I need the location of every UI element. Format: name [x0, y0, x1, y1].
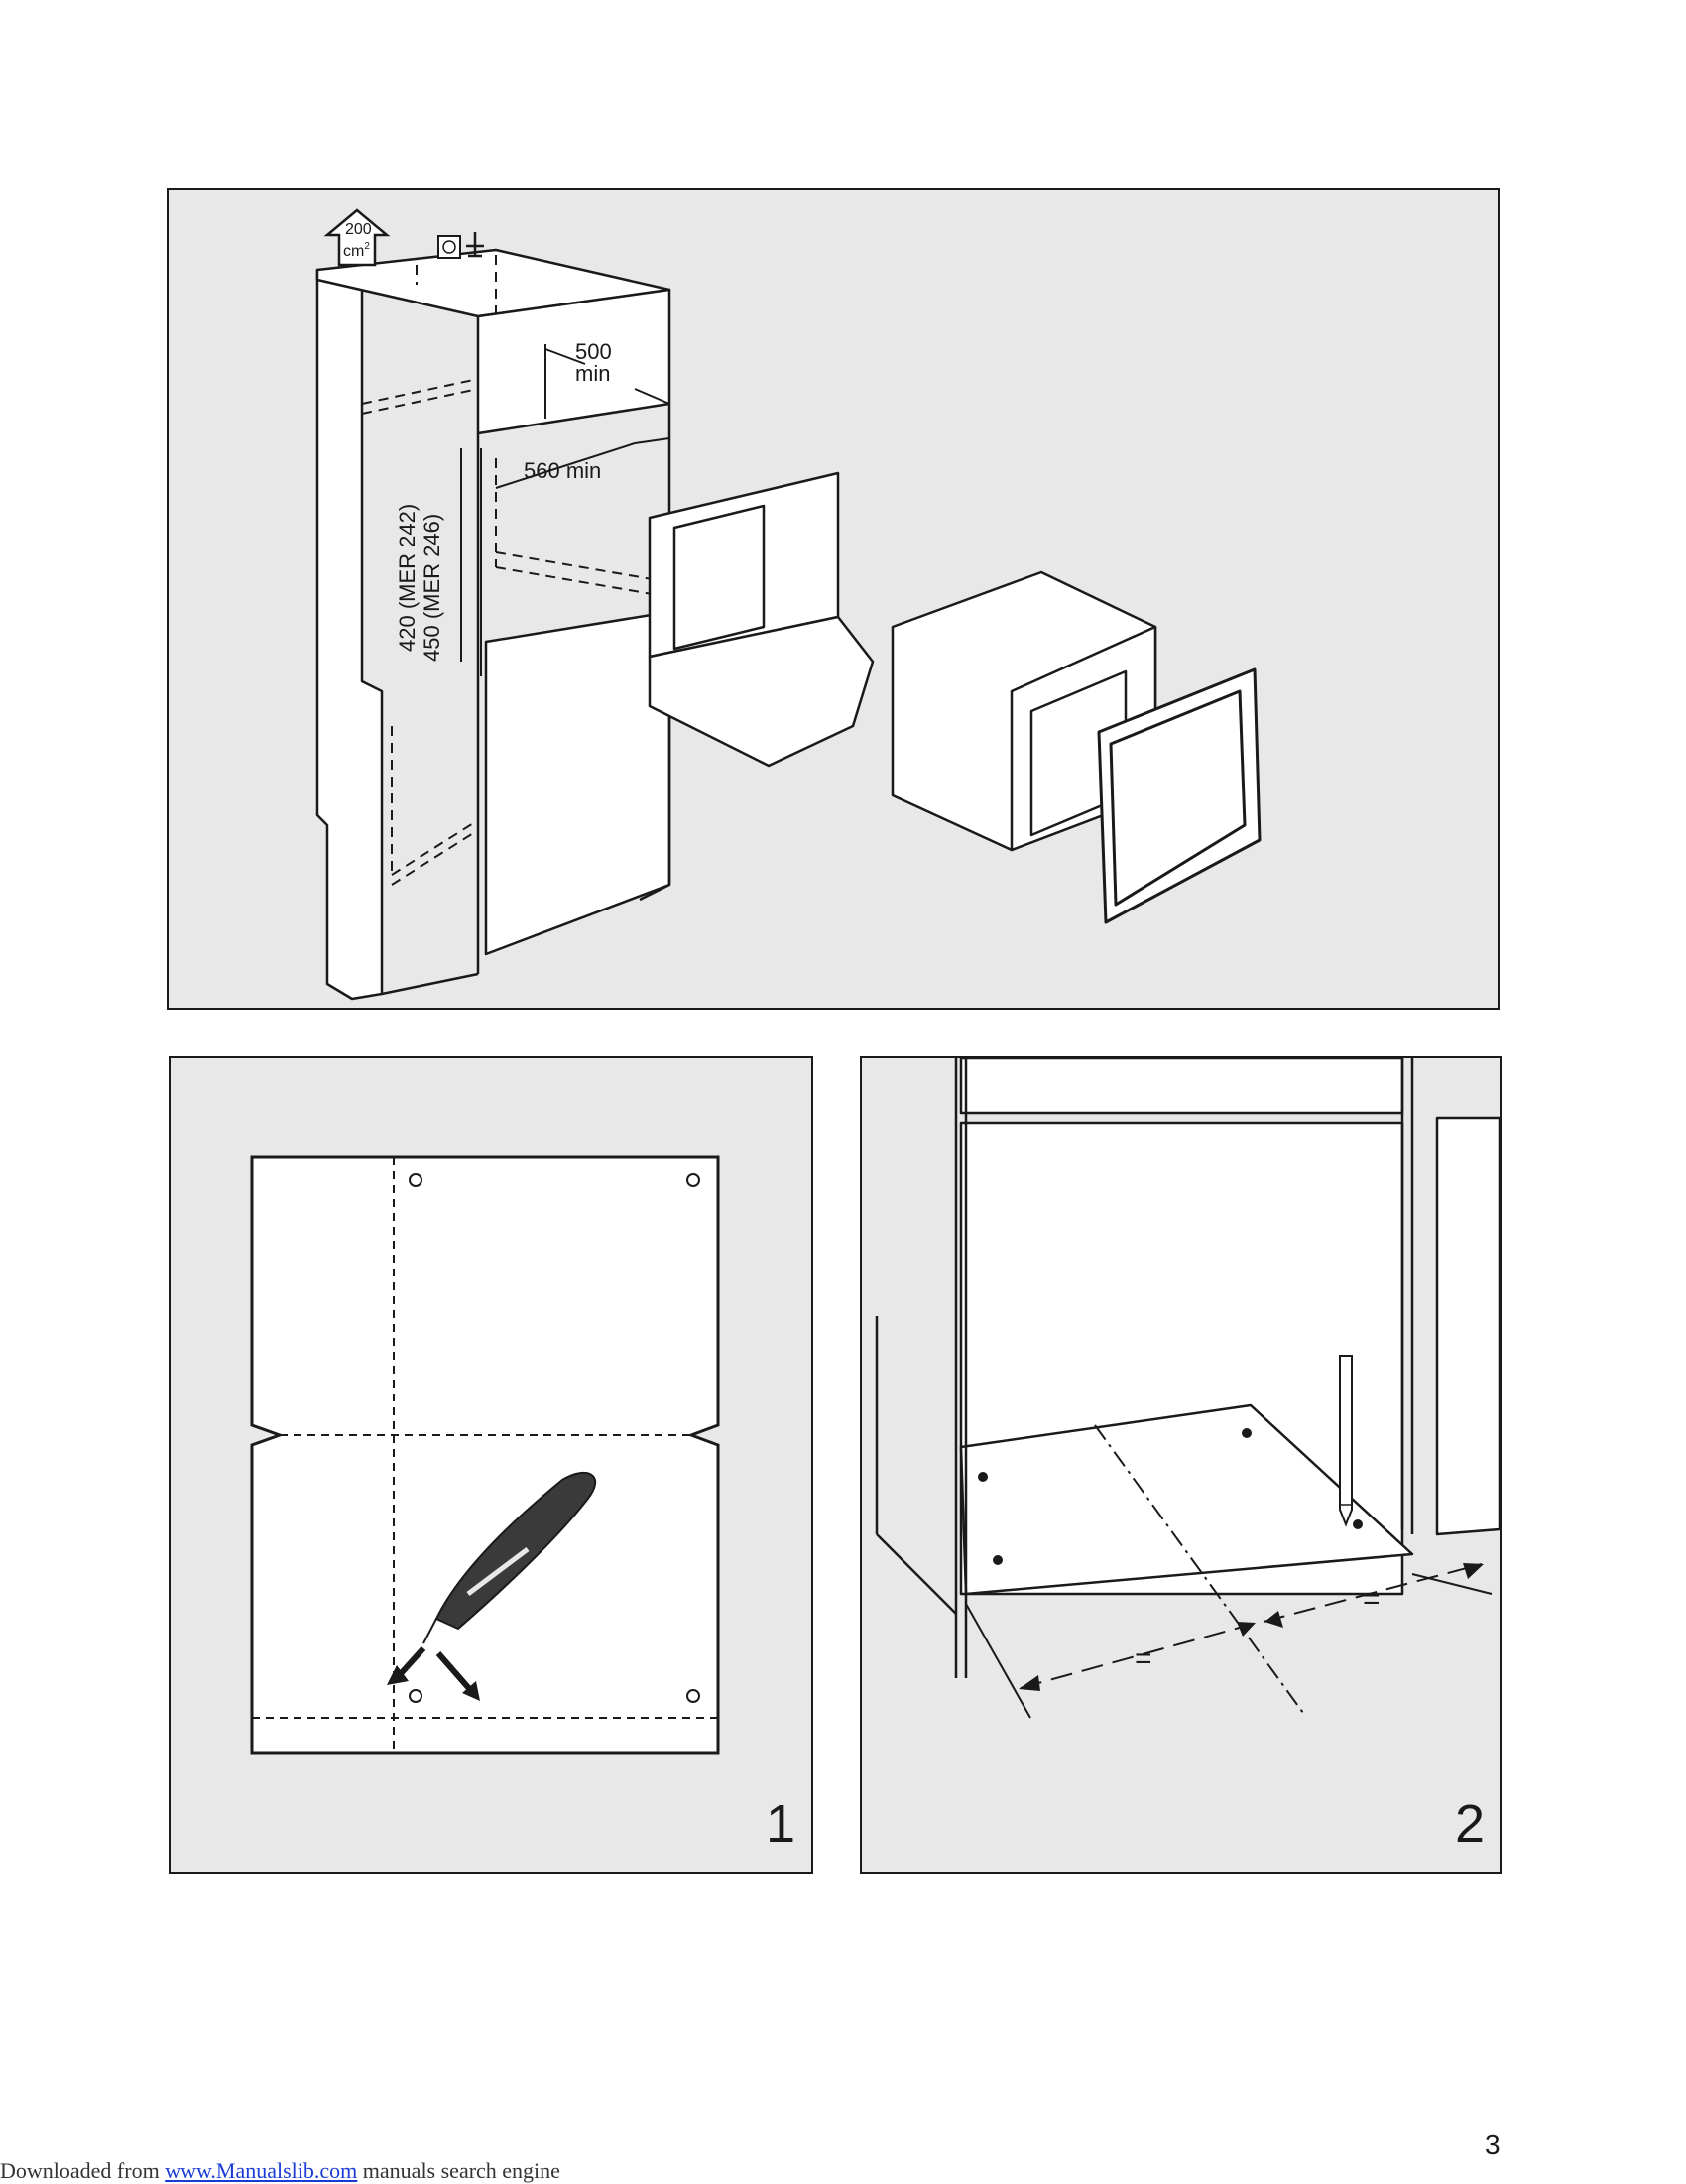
footer-prefix: Downloaded from: [0, 2158, 166, 2183]
svg-text:=: =: [1363, 1583, 1381, 1616]
cabinet-side-panel: [315, 268, 384, 1001]
figure-1-cutting-template: 1: [169, 1056, 813, 1874]
cabinet-installation-drawing: 200 cm2 500 min 560 min 420 (MER 242) 45…: [315, 208, 1262, 1001]
template-hole: [409, 1689, 422, 1703]
earth-symbol-icon: [466, 232, 484, 258]
center-line: [1094, 1424, 1304, 1714]
figure-number: 1: [766, 1794, 796, 1854]
page-number: 3: [1485, 2129, 1501, 2160]
svg-text:cm2: cm2: [343, 241, 370, 260]
figure-2-marking-holes: = = 2: [860, 1056, 1502, 1874]
power-socket-icon: [437, 235, 461, 259]
template-hole: [686, 1173, 700, 1187]
manualslib-link[interactable]: www.Manualslib.com: [165, 2158, 358, 2183]
installation-frame: [648, 471, 875, 768]
figure-number: 2: [1455, 1794, 1486, 1854]
svg-text:=: =: [1135, 1642, 1152, 1675]
cabinet-marking-drawing: = =: [875, 1058, 1500, 1719]
installation-overview-figure: 200 cm2 500 min 560 min 420 (MER 242) 45…: [167, 188, 1500, 1010]
ventilation-arrow: [323, 208, 391, 267]
pencil-icon: [1339, 1355, 1353, 1527]
template-hole: [409, 1173, 422, 1187]
template-cutting-drawing: [250, 1155, 720, 1755]
cutter-knife-icon: [422, 1471, 597, 1644]
svg-text:500: 500: [575, 339, 612, 364]
trim-frame: [1097, 667, 1262, 924]
svg-text:450 (MER 246): 450 (MER 246): [420, 514, 444, 662]
template-hole: [686, 1689, 700, 1703]
svg-text:560 min: 560 min: [524, 458, 601, 483]
footer-suffix: manuals search engine: [357, 2158, 560, 2183]
cabinet-lower-door: [484, 610, 671, 956]
cabinet-upper-door: [476, 288, 671, 435]
svg-text:200: 200: [345, 221, 372, 238]
svg-text:420 (MER 242): 420 (MER 242): [395, 504, 420, 652]
svg-text:min: min: [575, 361, 610, 386]
paper-template: [250, 1155, 720, 1755]
footer: Downloaded from www.Manualslib.com manua…: [0, 2158, 560, 2184]
